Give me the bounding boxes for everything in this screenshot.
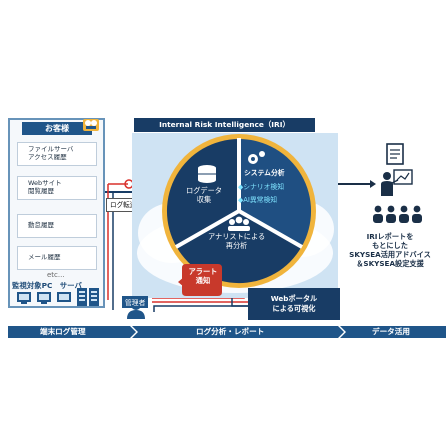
bottom-bar [8,326,446,338]
database-icon [198,165,216,183]
pc-icon [37,292,51,304]
log-item-web: Webサイト 閲覧履歴 [17,176,97,200]
terminals-label: 監視対象PC サーバ [12,281,82,290]
analyst-people-icon [228,216,250,231]
server-icon [89,288,99,306]
log-etc: etc... [47,271,65,279]
web-portal-box: Webポータル による可視化 [248,288,340,320]
report-document-icon [386,143,404,165]
ai-anomaly-label: ◆AI異常検知 [238,196,278,204]
audience-icon [373,205,422,223]
stage-data-usage: データ活用 [372,327,410,336]
server-icon [77,288,87,306]
pc-icon [57,292,71,302]
stage-log-analysis: ログ分析・レポート [196,327,265,336]
terminal-icons [17,288,99,306]
analyst-label: アナリストによる 再分析 [208,232,266,251]
pc-icon [17,292,31,304]
report-description: IRIレポートを もとにした SKYSEA活用アドバイス ＆SKYSEA設定支援 [349,232,431,268]
alert-label: アラート 通知 [188,267,218,285]
scenario-detection-label: ◆シナリオ検知 [238,183,285,191]
log-item-mail: メール履歴 [17,246,97,270]
system-analysis-label: システム分析 [244,169,285,177]
gear-icon [248,151,265,164]
log-transfer-tag: ログ転送 [106,198,141,212]
alert-badge [178,264,222,296]
manager-label: 管理者 [122,296,149,308]
customer-header: お客様 [22,122,92,135]
stage-terminal-log: 端末ログ管理 [40,327,86,336]
log-item-attendance: 動怠履歴 [17,214,97,238]
handshake-icon [83,119,99,131]
iri-title: Internal Risk Intelligence（IRI） [134,118,315,132]
log-item-file-server: ファイルサーバ アクセス履歴 [17,142,97,166]
collect-label: ログデータ 収集 [186,186,222,205]
presenter-icon [381,169,413,196]
